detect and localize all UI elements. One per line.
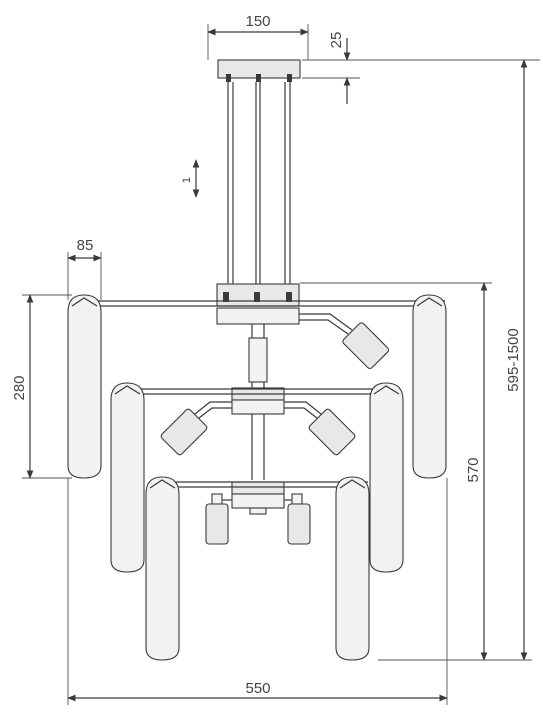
dimension-shade-width: 85 xyxy=(67,237,102,300)
middle-hub xyxy=(231,387,285,415)
suspension-rods xyxy=(227,82,291,290)
shade-middle-left xyxy=(110,382,145,573)
shade-bottom-right xyxy=(335,476,370,661)
middle-ring xyxy=(120,388,400,395)
shade-top-right xyxy=(412,294,447,479)
shade-width-label: 85 xyxy=(77,237,94,254)
total-height-label: 595-1500 xyxy=(505,328,522,391)
middle-arm-right xyxy=(284,401,356,456)
body-height-label: 570 xyxy=(465,457,482,482)
canopy-height-label: 25 xyxy=(328,32,345,49)
shade-top-left xyxy=(67,294,102,479)
dimension-body-height: 570 xyxy=(300,282,492,661)
bottom-ring xyxy=(155,481,368,488)
dimension-total-width: 550 xyxy=(67,478,448,705)
dimension-shade-height: 280 xyxy=(11,294,72,479)
adjust-marker-label: 1 xyxy=(181,177,193,183)
top-arm-right xyxy=(299,313,390,370)
adjustable-length-marker: 1 xyxy=(181,159,200,198)
top-hub xyxy=(216,283,300,325)
bottom-arm-right xyxy=(284,493,311,545)
canopy-width-label: 150 xyxy=(245,13,270,30)
bottom-hub xyxy=(231,481,285,515)
shade-bottom-left xyxy=(145,476,180,661)
dimension-canopy-height: 25 xyxy=(302,32,540,104)
middle-arm-left xyxy=(160,401,232,456)
dimension-total-height: 595-1500 xyxy=(378,59,532,661)
bottom-arm-left xyxy=(205,493,232,545)
top-ring xyxy=(74,300,445,307)
ceiling-canopy xyxy=(217,59,301,82)
shade-height-label: 280 xyxy=(11,375,28,400)
total-width-label: 550 xyxy=(245,680,270,697)
dimension-canopy-width: 150 xyxy=(207,13,309,60)
shade-middle-right xyxy=(369,382,404,573)
